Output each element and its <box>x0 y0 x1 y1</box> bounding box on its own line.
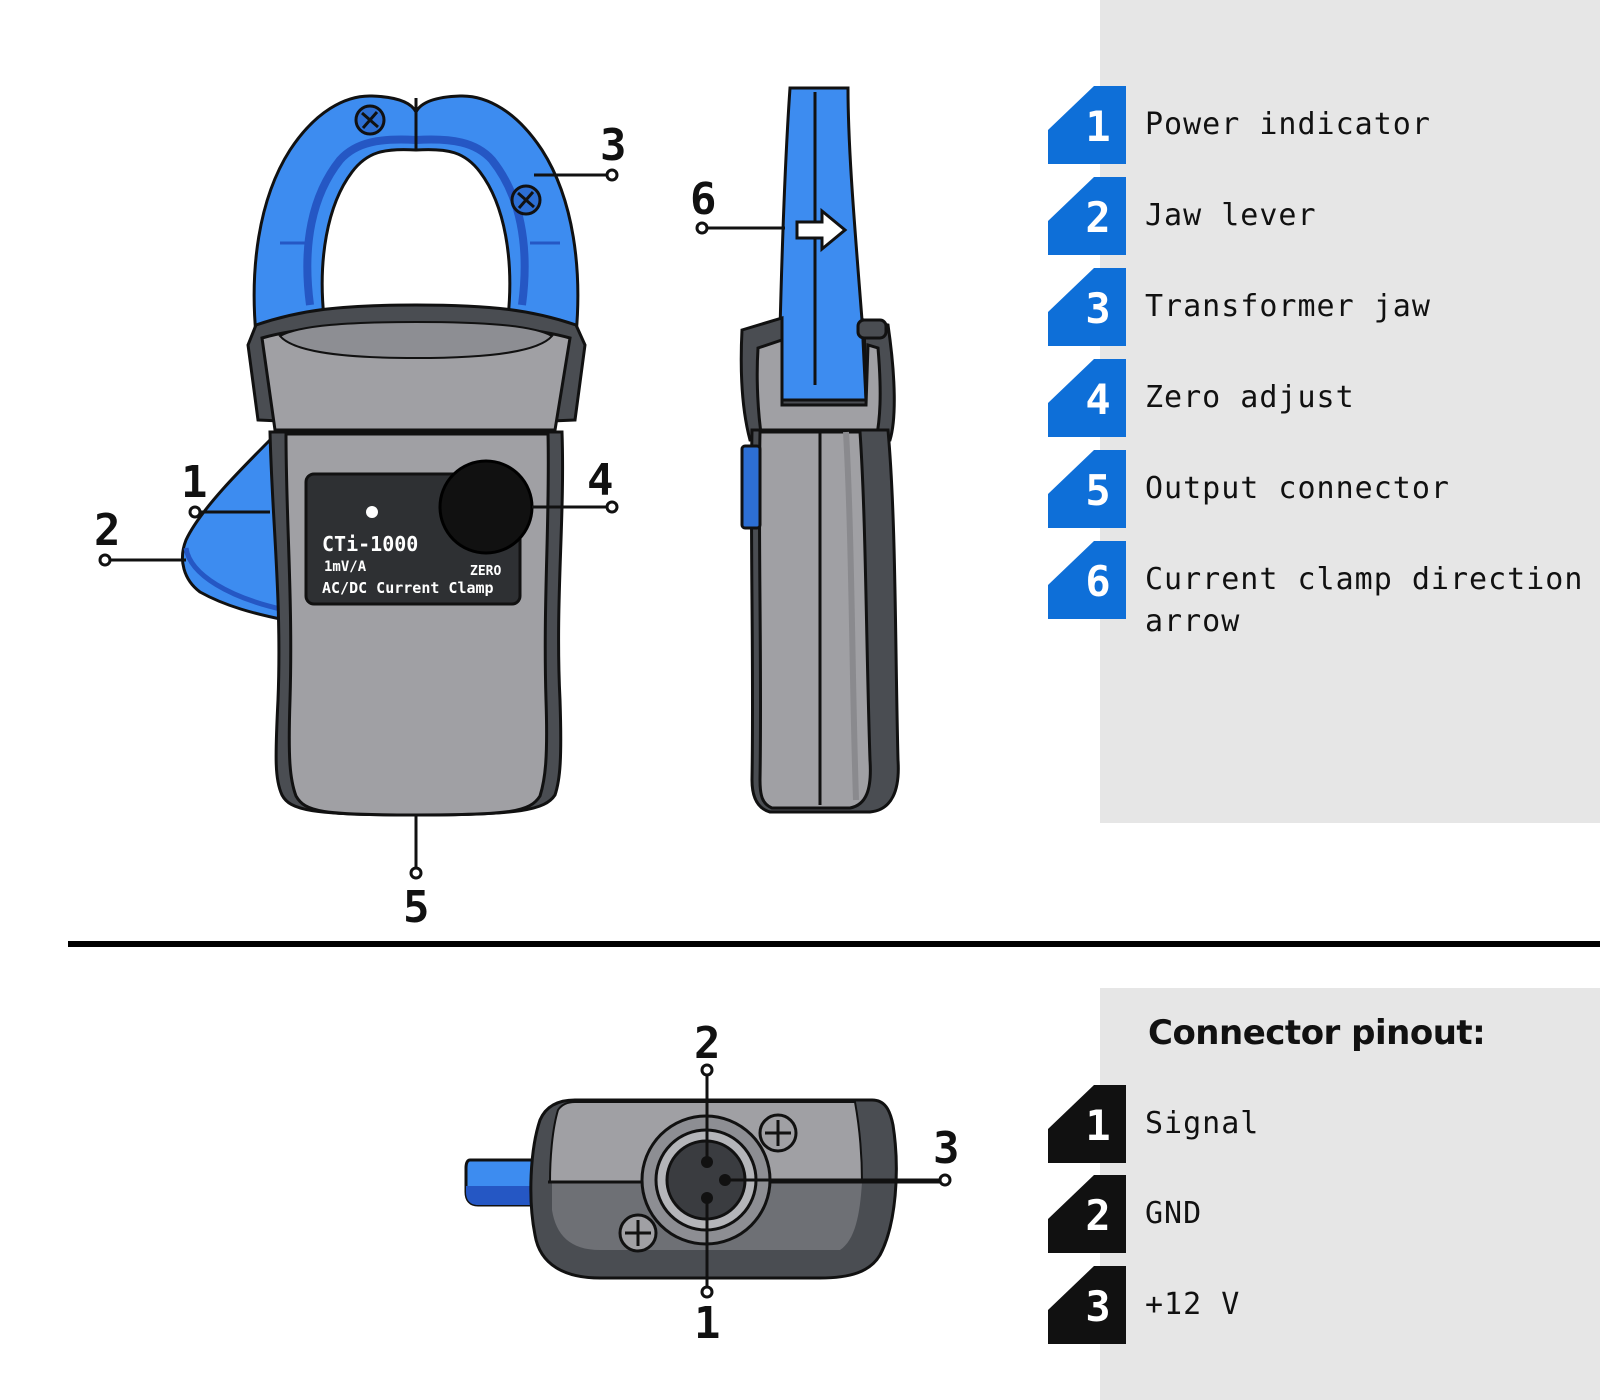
pinout-panel <box>1100 988 1600 1400</box>
transformer-jaw <box>252 94 580 337</box>
legend-panel <box>1100 0 1600 823</box>
legend-label: Current clamp direction arrow <box>1145 562 1584 639</box>
callout-1: 1 <box>181 457 208 508</box>
pinout-label: GND <box>1145 1196 1203 1231</box>
callout-6: 6 <box>690 174 717 225</box>
side-view: 6 <box>690 86 900 814</box>
connector-callout-1: 1 <box>694 1298 721 1349</box>
legend-number-badge: 2 <box>1048 177 1126 255</box>
legend-number-badge: 1 <box>1048 86 1126 164</box>
legend-number-badge: 4 <box>1048 359 1126 437</box>
connector-callout-3: 3 <box>933 1123 960 1174</box>
legend-number: 6 <box>1085 557 1111 606</box>
pinout-label: Signal <box>1145 1106 1260 1141</box>
legend-number: 2 <box>1085 193 1111 242</box>
model-label: CTi-1000 <box>322 532 418 556</box>
pinout-number: 1 <box>1085 1101 1111 1150</box>
jaw-screw-icon <box>354 104 542 216</box>
section-divider <box>68 941 1600 947</box>
callout-5: 5 <box>403 882 430 933</box>
legend-number: 5 <box>1085 466 1111 515</box>
pinout-number: 3 <box>1085 1282 1111 1331</box>
legend-number-badge: 6 <box>1048 541 1126 619</box>
ratio-label: 1mV/A <box>324 559 367 575</box>
legend-item: 5 Output connector <box>1048 450 1588 528</box>
callout-4: 4 <box>587 455 614 506</box>
legend-label: Jaw lever <box>1145 198 1317 233</box>
pinout-title: Connector pinout: <box>1148 1013 1486 1053</box>
pinout-item: 1 Signal <box>1048 1085 1588 1163</box>
pinout-label: +12 V <box>1145 1287 1241 1322</box>
legend-label: Output connector <box>1145 471 1450 506</box>
jaw-lever <box>181 431 287 622</box>
pinout-item: 2 GND <box>1048 1175 1588 1253</box>
pinout-number-badge: 3 <box>1048 1266 1126 1344</box>
legend-label: Power indicator <box>1145 107 1431 142</box>
legend-item: 1 Power indicator <box>1048 86 1588 164</box>
legend-number: 4 <box>1085 375 1111 424</box>
legend-item: 4 Zero adjust <box>1048 359 1588 437</box>
legend-label: Zero adjust <box>1145 380 1355 415</box>
direction-arrow-icon <box>795 207 848 253</box>
legend-number-badge: 3 <box>1048 268 1126 346</box>
legend-item: 3 Transformer jaw <box>1048 268 1588 346</box>
device-illustrations: CTi-1000 1mV/A ZERO AC/DC Current Clamp … <box>94 86 960 1349</box>
pinout-number-badge: 2 <box>1048 1175 1126 1253</box>
power-indicator-led <box>366 506 378 518</box>
housing-screw-icon <box>618 1113 798 1253</box>
pinout-number-badge: 1 <box>1048 1085 1126 1163</box>
pinout-item: 3 +12 V <box>1048 1266 1588 1344</box>
callout-2: 2 <box>94 505 121 556</box>
description-label: AC/DC Current Clamp <box>322 579 494 597</box>
side-lever <box>740 444 762 530</box>
front-view: CTi-1000 1mV/A ZERO AC/DC Current Clamp … <box>94 94 627 933</box>
zero-adjust-knob[interactable] <box>438 459 534 555</box>
legend-item: 6 Current clamp direction arrow <box>1048 541 1588 639</box>
callout-3: 3 <box>600 120 627 171</box>
zero-label: ZERO <box>470 564 501 579</box>
pinout-number: 2 <box>1085 1191 1111 1240</box>
connector-view: 2 1 3 <box>464 1018 960 1349</box>
legend-item: 2 Jaw lever <box>1048 177 1588 255</box>
legend-number: 1 <box>1085 102 1111 151</box>
legend-number: 3 <box>1085 284 1111 333</box>
connector-callout-2: 2 <box>694 1018 721 1069</box>
legend-number-badge: 5 <box>1048 450 1126 528</box>
legend-label: Transformer jaw <box>1145 289 1431 324</box>
